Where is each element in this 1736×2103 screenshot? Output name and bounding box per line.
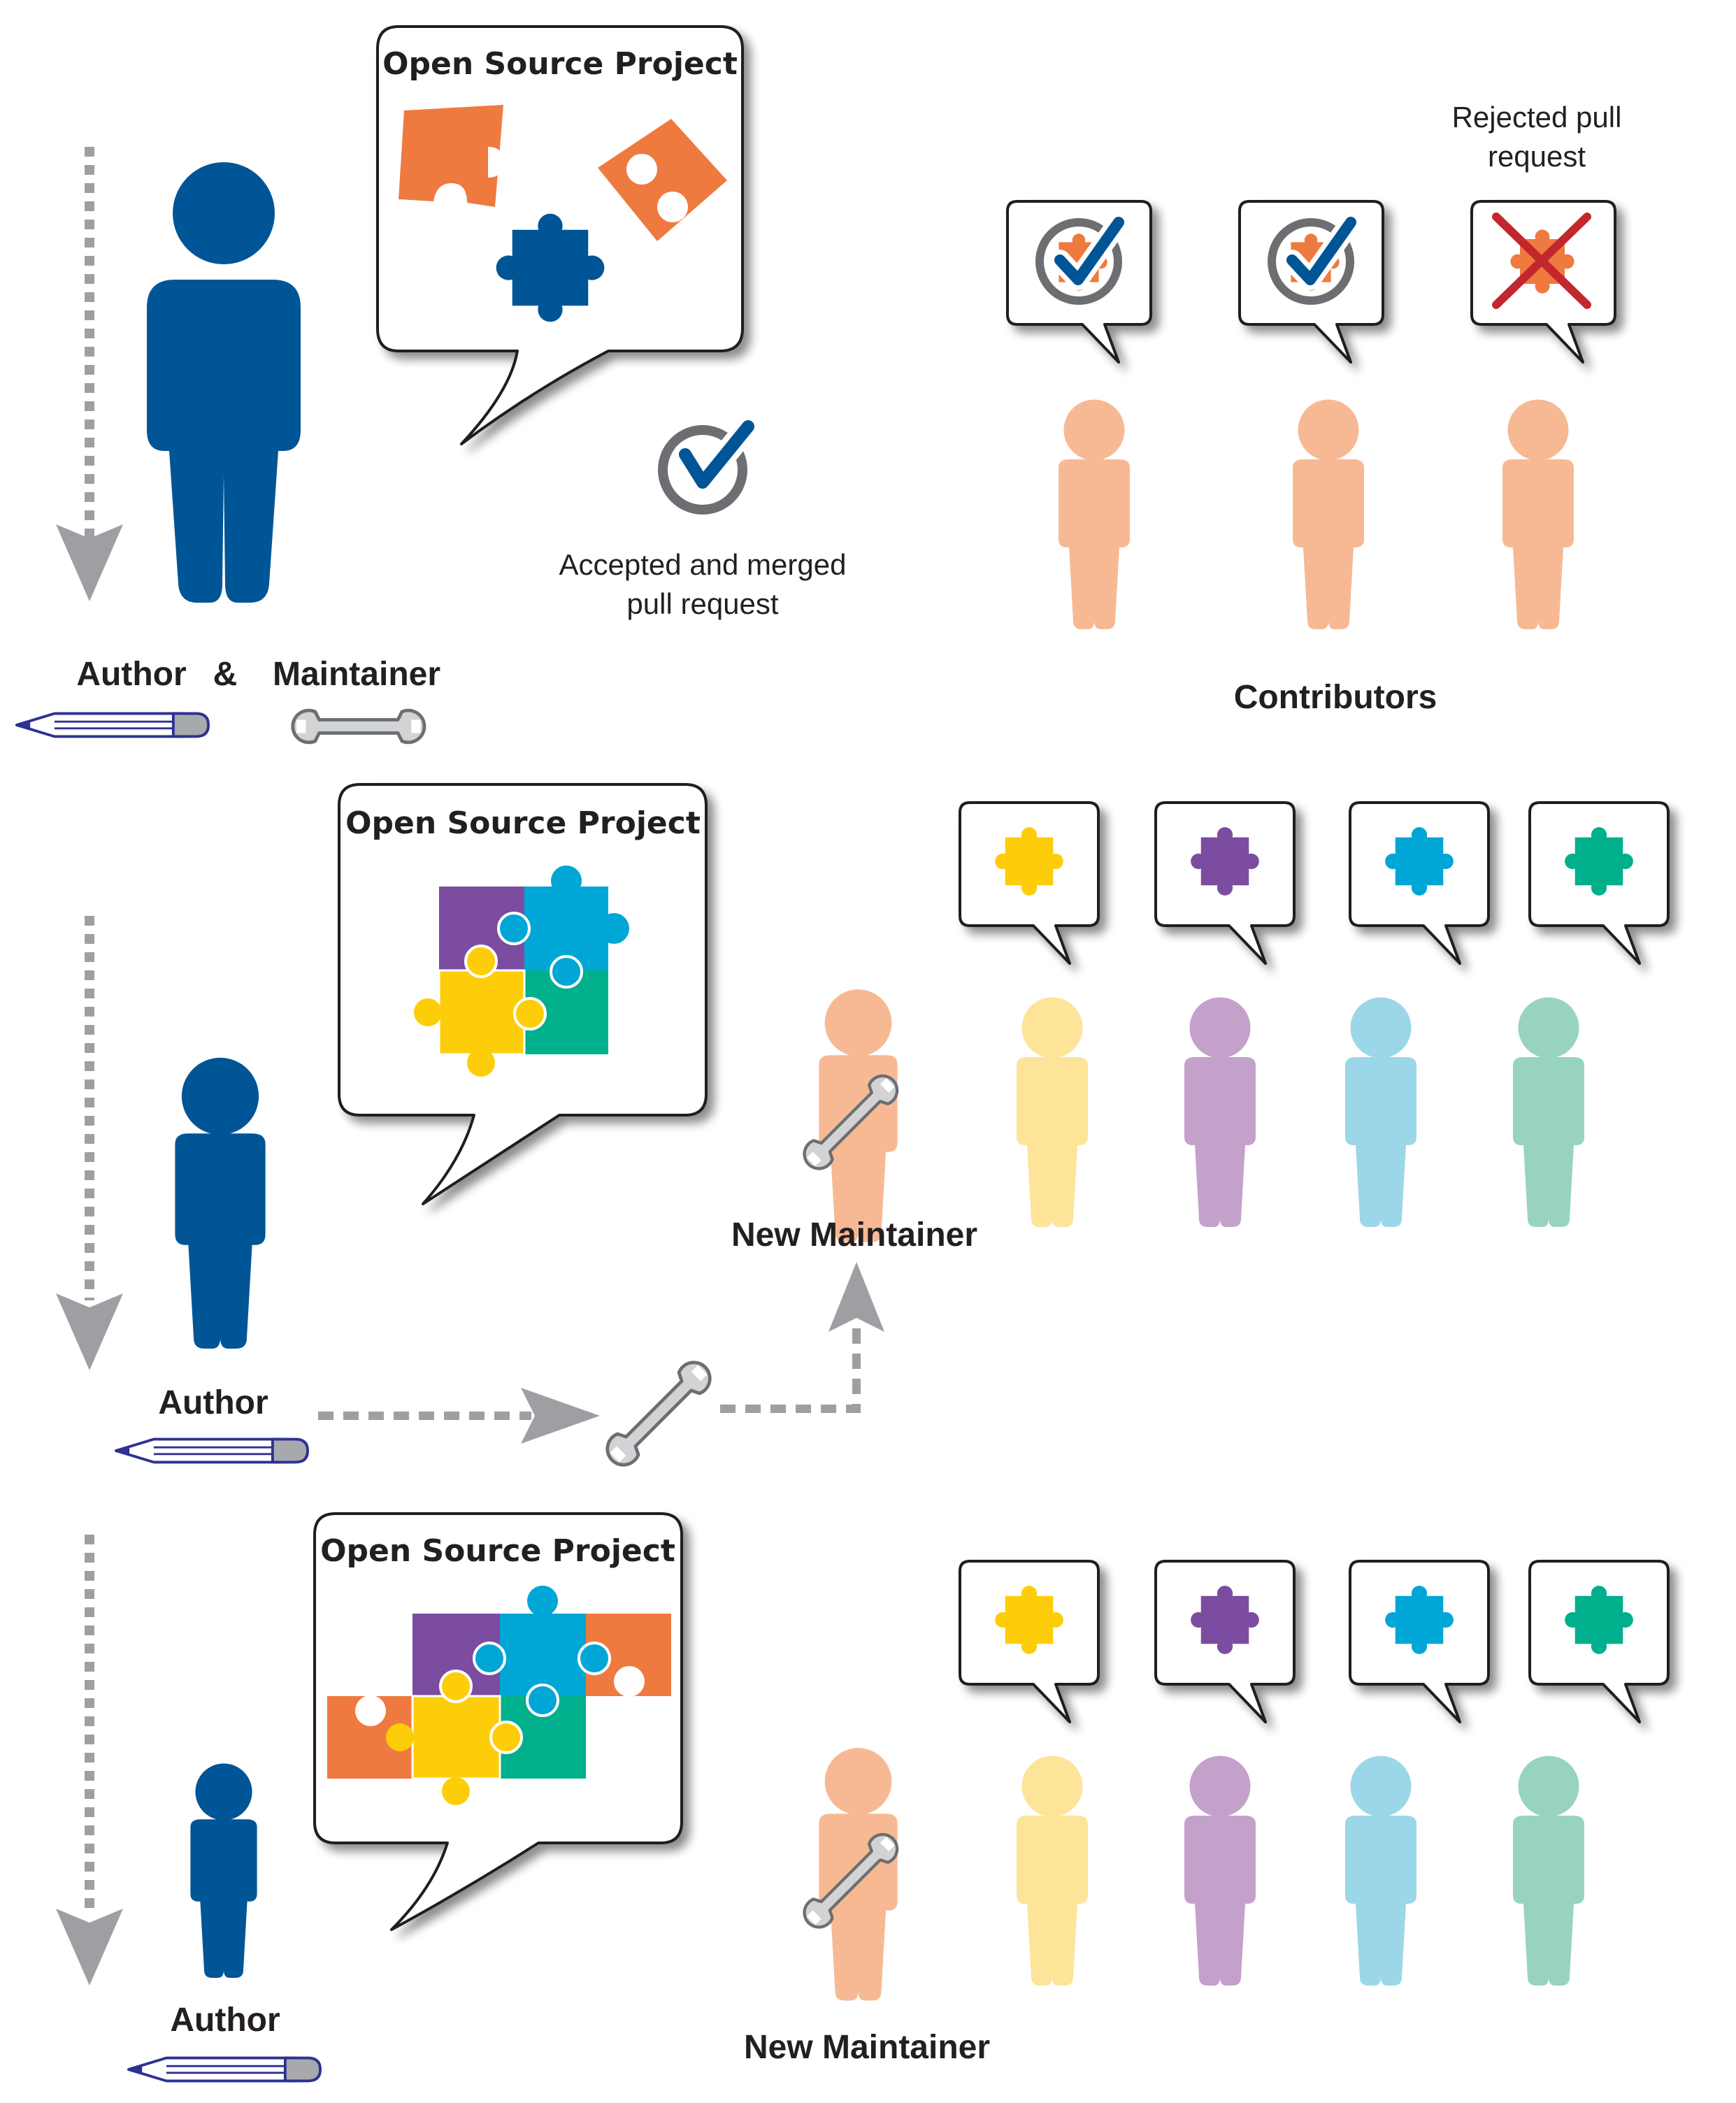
panel-1: Open Source Project Accepted and merged … (15, 25, 1622, 742)
puzzle-piece-icon (598, 119, 727, 241)
pencil-icon (114, 1437, 310, 1464)
timeline-arrow-2 (56, 916, 123, 1370)
accepted-caption-line1: Accepted and merged (559, 548, 847, 581)
new-maintainer-label: New Maintainer (731, 1216, 977, 1254)
contributors-label: Contributors (1234, 679, 1437, 716)
maintainer-label: Maintainer (273, 656, 440, 693)
bubble-title-1: Open Source Project (382, 46, 738, 82)
puzzle-piece-icon (414, 866, 629, 1077)
checkmark-icon (658, 415, 760, 515)
timeline-arrow-3 (56, 1535, 123, 1986)
puzzle-piece-icon (995, 1586, 1063, 1654)
panel-3: Open Source Project Author (56, 1512, 1670, 2083)
bubble-title-3: Open Source Project (320, 1533, 675, 1569)
contributor-person (1513, 997, 1584, 1227)
puzzle-piece-icon (1385, 827, 1454, 896)
x-mark-icon (1492, 213, 1591, 309)
ampersand-label: & (213, 656, 238, 693)
contributor-person (1345, 997, 1416, 1227)
author-maintainer-person (147, 162, 301, 603)
rejected-caption-line2: request (1488, 140, 1586, 173)
puzzle-piece-icon (995, 827, 1063, 896)
wrench-icon (601, 1356, 716, 1471)
contributor-person (1513, 1756, 1584, 1986)
panel-2: Open Source Project Author (56, 783, 1670, 1472)
bubble-title-2: Open Source Project (345, 805, 701, 841)
contributor-person (1502, 399, 1574, 629)
pencil-icon (15, 712, 210, 738)
rejected-caption-line1: Rejected pull (1452, 101, 1622, 134)
author-person (190, 1763, 257, 1978)
wrench-icon (293, 710, 424, 742)
contributor-person (1345, 1756, 1416, 1986)
puzzle-piece-icon (1565, 1586, 1633, 1654)
author-person (175, 1057, 266, 1349)
contributor-person (1184, 1756, 1256, 1986)
checkmark-icon (1035, 212, 1129, 305)
handoff-arrow (318, 1262, 884, 1444)
author-label: Author (170, 2002, 280, 2039)
checkmark-icon (1268, 212, 1361, 305)
contributor-person (1059, 399, 1130, 629)
puzzle-piece-icon (327, 1586, 671, 1805)
puzzle-piece-icon (1191, 1586, 1259, 1654)
puzzle-piece-icon (399, 105, 503, 207)
contributor-person (1017, 997, 1088, 1227)
author-label: Author (76, 656, 186, 693)
accepted-caption-line2: pull request (626, 587, 778, 620)
contributor-person (1017, 1756, 1088, 1986)
contributor-person (1184, 997, 1256, 1227)
author-label: Author (158, 1384, 268, 1421)
pencil-icon (127, 2056, 322, 2083)
puzzle-piece-icon (496, 213, 605, 322)
new-maintainer-label: New Maintainer (744, 2029, 990, 2066)
puzzle-piece-icon (1191, 827, 1259, 896)
timeline-arrow-1 (56, 147, 123, 601)
puzzle-piece-icon (1565, 827, 1633, 896)
puzzle-piece-icon (1385, 1586, 1454, 1654)
contributor-person (1293, 399, 1364, 629)
